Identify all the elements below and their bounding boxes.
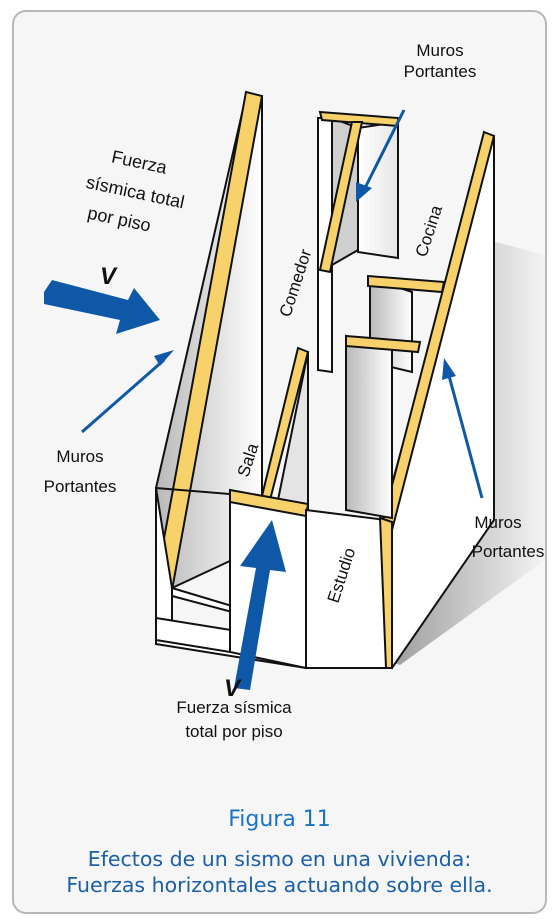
- wall-sala: [260, 346, 310, 522]
- figure-number: Figura 11: [228, 807, 331, 832]
- label-fuerza-left-3: por piso: [86, 203, 153, 236]
- label-fuerza-bottom-2: total por piso: [185, 722, 282, 741]
- figure-caption: Efectos de un sismo en una vivienda: Fue…: [12, 846, 547, 898]
- pointer-arrows: [81, 109, 484, 499]
- label-muros-top-2: Portantes: [404, 62, 477, 81]
- label-fuerza-left-1: Fuerza: [110, 147, 170, 178]
- room-label-comedor: Comedor: [276, 247, 316, 320]
- room-label-cocina: Cocina: [412, 203, 447, 260]
- label-v-left: V: [100, 263, 118, 290]
- force-arrow-left: [44, 280, 160, 334]
- caption-line-2: Fuerzas horizontales actuando sobre ella…: [66, 873, 493, 897]
- label-muros-right-1: Muros: [474, 513, 521, 532]
- caption-line-1: Efectos de un sismo en una vivienda:: [87, 847, 472, 871]
- label-muros-top-1: Muros: [416, 41, 463, 60]
- label-muros-left-2: Portantes: [44, 477, 117, 496]
- label-muros-right-2: Portantes: [472, 542, 545, 561]
- label-muros-left-1: Muros: [56, 447, 103, 466]
- wall-cocina-inner: [345, 274, 446, 520]
- force-arrow-bottom: [234, 520, 286, 690]
- label-fuerza-bottom-1: Fuerza sísmica: [176, 698, 292, 717]
- label-v-bottom: V: [224, 675, 242, 702]
- wall-comedor: [317, 110, 399, 374]
